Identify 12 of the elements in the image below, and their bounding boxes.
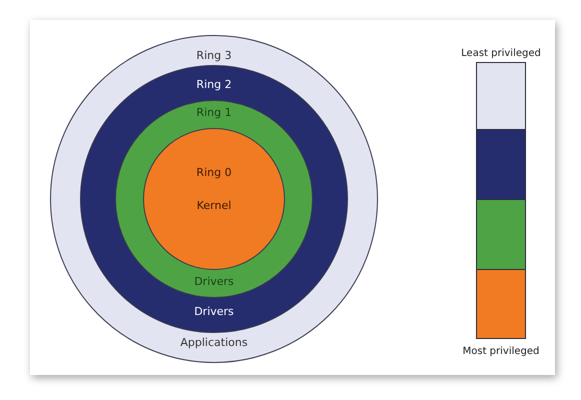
ring-label: Ring 1 [196,106,232,119]
ring-description: Drivers [194,305,234,318]
ring-label: Ring 3 [196,49,232,62]
ring-description: Kernel [196,199,232,212]
ring-label: Ring 2 [196,78,232,91]
ring-description: Drivers [194,275,234,288]
privilege-level-box [476,129,526,200]
ring-label: Ring 0 [196,166,232,179]
privilege-level-box [476,199,526,270]
ring-description: Applications [180,336,248,349]
privilege-label: Least privileged [461,48,541,59]
privilege-label: Most privileged [462,346,540,357]
